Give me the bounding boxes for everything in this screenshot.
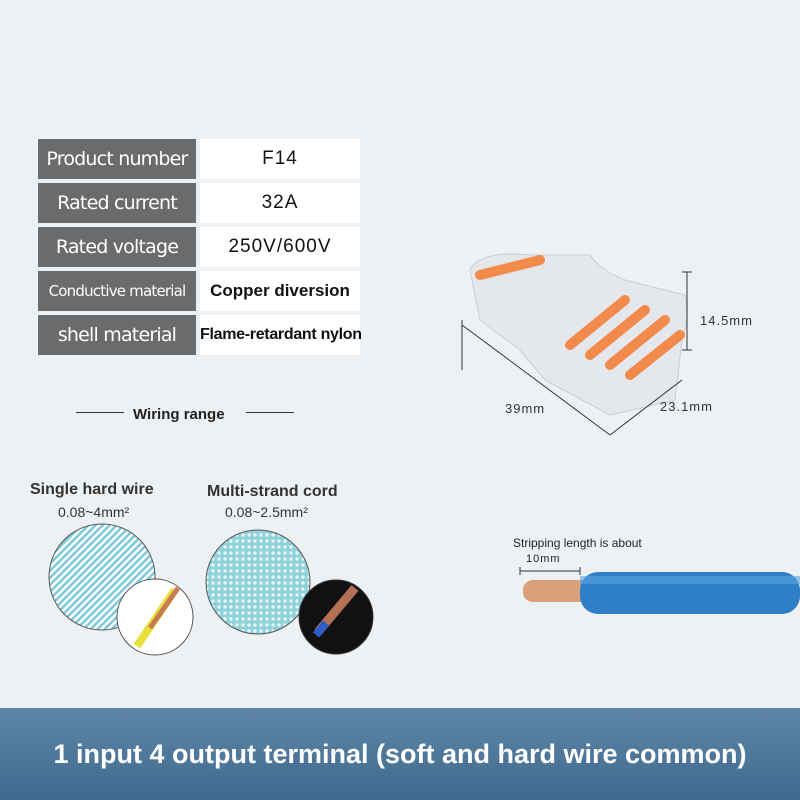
spec-value: 250V/600V [200,227,360,267]
multi-strand-title: Multi-strand cord [207,483,338,500]
spec-value: F14 [200,139,360,179]
spec-value: Copper diversion [200,271,360,311]
wiring-range-divider-right [246,412,294,413]
spec-label: Product number [38,139,196,179]
stripping-label: Stripping length is about [513,536,642,550]
connector-illustration [461,253,692,436]
spec-value: Flame-retardant nylon [200,315,362,355]
spec-label: shell material [38,315,196,355]
length-dimension: 39mm [505,401,546,416]
width-dimension: 23.1mm [660,399,713,414]
wiring-range-divider-left [76,412,124,413]
stripping-length: 10mm [526,553,561,565]
wire-illustrations [48,523,374,656]
multi-strand-range: 0.08~2.5mm² [225,504,308,520]
height-dimension: 14.5mm [700,313,753,328]
multi-strand-cross-section [205,529,374,655]
single-wire-title: Single hard wire [30,481,154,498]
single-wire-cross-section [48,523,194,656]
wiring-range-title: Wiring range [133,406,225,423]
banner-caption: 1 input 4 output terminal (soft and hard… [0,708,800,800]
spec-label: Rated current [38,183,196,223]
single-wire-range: 0.08~4mm² [58,504,130,520]
spec-label: Conductive material [38,271,196,311]
stripped-wire-illustration [519,567,800,614]
spec-value: 32A [200,183,360,223]
spec-label: Rated voltage [38,227,196,267]
